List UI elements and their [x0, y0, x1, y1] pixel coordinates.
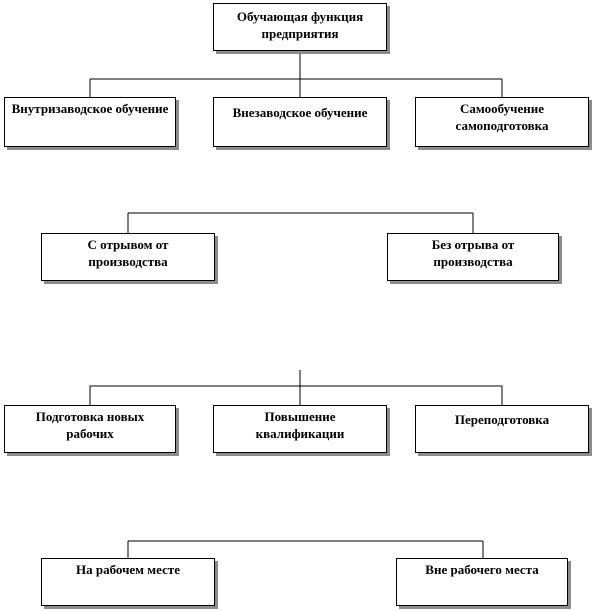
box-at-workplace-label: На рабочем месте	[76, 562, 180, 577]
box-outside-workplace: Вне рабочего места	[396, 558, 568, 606]
box-new-workers: Подготовка новых рабочих	[4, 405, 176, 453]
box-external-training: Внезаводское обучение	[213, 97, 387, 147]
box-retraining: Переподготовка	[415, 405, 589, 453]
box-self-training: Самообучение самоподготовка	[415, 97, 589, 147]
box-internal-training-label: Внутризаводское обучение	[11, 101, 169, 116]
box-internal-training: Внутризаводское обучение	[4, 97, 176, 147]
box-at-workplace: На рабочем месте	[41, 558, 215, 606]
box-on-the-job: Без отрыва от производства	[387, 233, 559, 281]
box-retraining-label: Переподготовка	[454, 412, 550, 427]
box-qualification-label: Повышение квалификации	[255, 409, 345, 441]
root-box: Обучающая функция предприятия	[213, 3, 387, 51]
box-on-the-job-label: Без отрыва от производства	[431, 237, 515, 269]
box-off-the-job-label: С отрывом от производства	[87, 237, 169, 269]
box-self-training-label: Самообучение самоподготовка	[455, 101, 549, 133]
box-external-training-label: Внезаводское обучение	[232, 105, 368, 120]
root-label: Обучающая функция предприятия	[236, 9, 364, 41]
box-new-workers-label: Подготовка новых рабочих	[35, 409, 145, 441]
box-outside-workplace-label: Вне рабочего места	[425, 562, 539, 577]
box-off-the-job: С отрывом от производства	[41, 233, 215, 281]
box-qualification: Повышение квалификации	[213, 405, 387, 453]
